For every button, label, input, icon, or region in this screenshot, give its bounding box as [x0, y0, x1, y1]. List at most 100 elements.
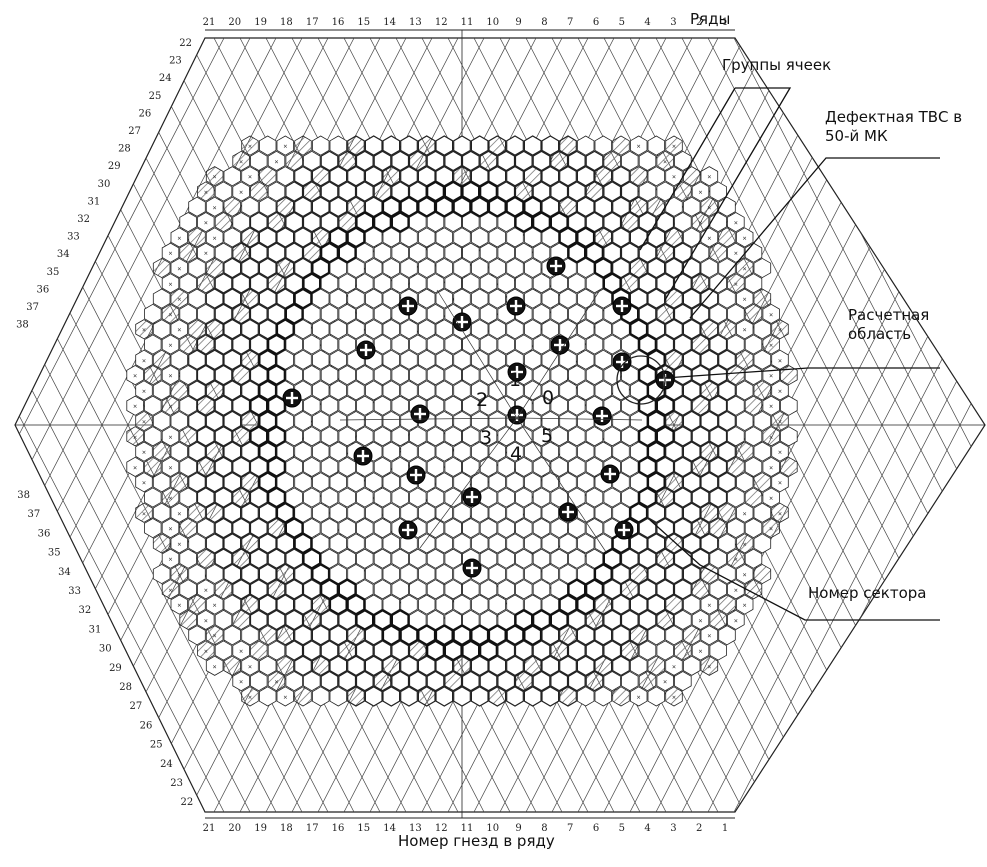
assembly-cell — [497, 548, 515, 569]
assembly-cell — [541, 410, 559, 432]
assembly-cell — [568, 365, 586, 386]
assembly-cell — [709, 548, 727, 569]
assembly-cell — [400, 502, 418, 523]
assembly-cell — [276, 594, 295, 615]
assembly-cell — [603, 334, 621, 355]
assembly-cell — [479, 548, 498, 569]
assembly-cell — [258, 196, 277, 217]
assembly-cell — [621, 456, 639, 477]
lower-left-scale-number: 26 — [140, 720, 153, 731]
assembly-cell — [232, 456, 251, 478]
assembly-cell — [373, 579, 392, 600]
bottom-scale-number: 11 — [461, 823, 474, 834]
cell-marker: × — [769, 464, 773, 472]
cell-marker: × — [672, 693, 676, 701]
assembly-cell — [453, 502, 471, 523]
assembly-cell — [744, 456, 763, 477]
sector-number-label: Номер сектора — [808, 584, 927, 602]
cell-marker: × — [743, 326, 747, 334]
assembly-cell — [444, 579, 462, 600]
assembly-cell — [249, 548, 268, 569]
assembly-cell — [303, 365, 321, 386]
assembly-cell — [683, 166, 701, 187]
assembly-cell — [373, 242, 392, 263]
assembly-cell — [700, 410, 719, 432]
assembly-cell — [417, 655, 436, 677]
assembly-cell — [435, 472, 454, 493]
cell-marker: × — [248, 173, 252, 181]
assembly-cell — [241, 686, 259, 707]
assembly-cell — [409, 548, 427, 569]
assembly-cell — [144, 395, 162, 416]
assembly-cell — [691, 548, 710, 569]
assembly-cell — [205, 257, 224, 279]
assembly-cell — [594, 349, 612, 370]
assembly-cell — [532, 303, 551, 324]
assembly-cell — [214, 242, 233, 263]
cell-marker: × — [778, 479, 782, 487]
assembly-cell — [400, 165, 418, 187]
assembly-cell — [382, 410, 401, 432]
assembly-cell — [276, 563, 295, 585]
assembly-cell — [506, 472, 524, 493]
assembly-cell — [665, 166, 683, 187]
cell-marker: × — [248, 663, 252, 671]
sector-number-3: 3 — [480, 427, 492, 449]
assembly-cell — [170, 349, 189, 370]
assembly-cell — [232, 242, 251, 263]
assembly-cell — [382, 135, 401, 156]
assembly-cell — [188, 563, 206, 585]
assembly-cell — [152, 410, 171, 432]
assembly-cell — [223, 533, 242, 554]
top-scale-number: 14 — [383, 17, 396, 28]
assembly-cell — [435, 319, 454, 340]
assembly-cell — [585, 487, 604, 508]
assembly-cell — [452, 195, 472, 218]
assembly-cell — [188, 625, 206, 646]
assembly-cell — [223, 563, 242, 585]
assembly-cell — [144, 518, 162, 539]
assembly-cell — [665, 502, 683, 524]
assembly-cell — [673, 303, 692, 325]
assembly-cell — [506, 502, 524, 523]
assembly-cell — [515, 487, 533, 508]
lower-left-scale-number: 27 — [129, 701, 142, 712]
assembly-cell — [621, 150, 639, 171]
assembly-cell — [409, 334, 427, 355]
assembly-cell — [665, 441, 683, 462]
assembly-cell — [559, 441, 577, 462]
assembly-cell — [736, 472, 754, 493]
lower-left-scale-number: 30 — [99, 644, 112, 655]
top-scale-number: 16 — [332, 17, 345, 28]
assembly-cell — [144, 456, 162, 477]
assembly-cell — [665, 257, 683, 279]
assembly-cell — [364, 319, 383, 340]
assembly-cell — [630, 135, 648, 156]
assembly-cell — [364, 686, 383, 707]
assembly-cell — [223, 349, 242, 371]
assembly-cell — [559, 472, 577, 493]
assembly-cell — [479, 242, 498, 263]
assembly-cell — [197, 518, 215, 539]
assembly-cell — [241, 471, 259, 493]
assembly-cell — [727, 518, 745, 539]
assembly-cell — [311, 686, 330, 707]
cell-marker: × — [734, 250, 738, 258]
assembly-cell — [612, 135, 630, 156]
assembly-cell — [320, 150, 339, 172]
assembly-cell — [541, 624, 560, 646]
assembly-cell — [585, 670, 604, 692]
assembly-cell — [523, 624, 543, 647]
assembly-cell — [656, 211, 675, 233]
assembly-cell — [753, 502, 772, 523]
upper-left-scale-number: 22 — [179, 38, 192, 49]
assembly-cell — [364, 135, 383, 156]
assembly-cell — [479, 303, 498, 324]
upper-left-scale-number: 38 — [16, 320, 29, 331]
assembly-cell — [497, 242, 515, 263]
assembly-cell — [771, 441, 789, 462]
assembly-cell — [568, 273, 586, 294]
assembly-cell — [179, 579, 197, 600]
assembly-cell — [373, 456, 392, 477]
cell-marker: × — [142, 387, 146, 395]
